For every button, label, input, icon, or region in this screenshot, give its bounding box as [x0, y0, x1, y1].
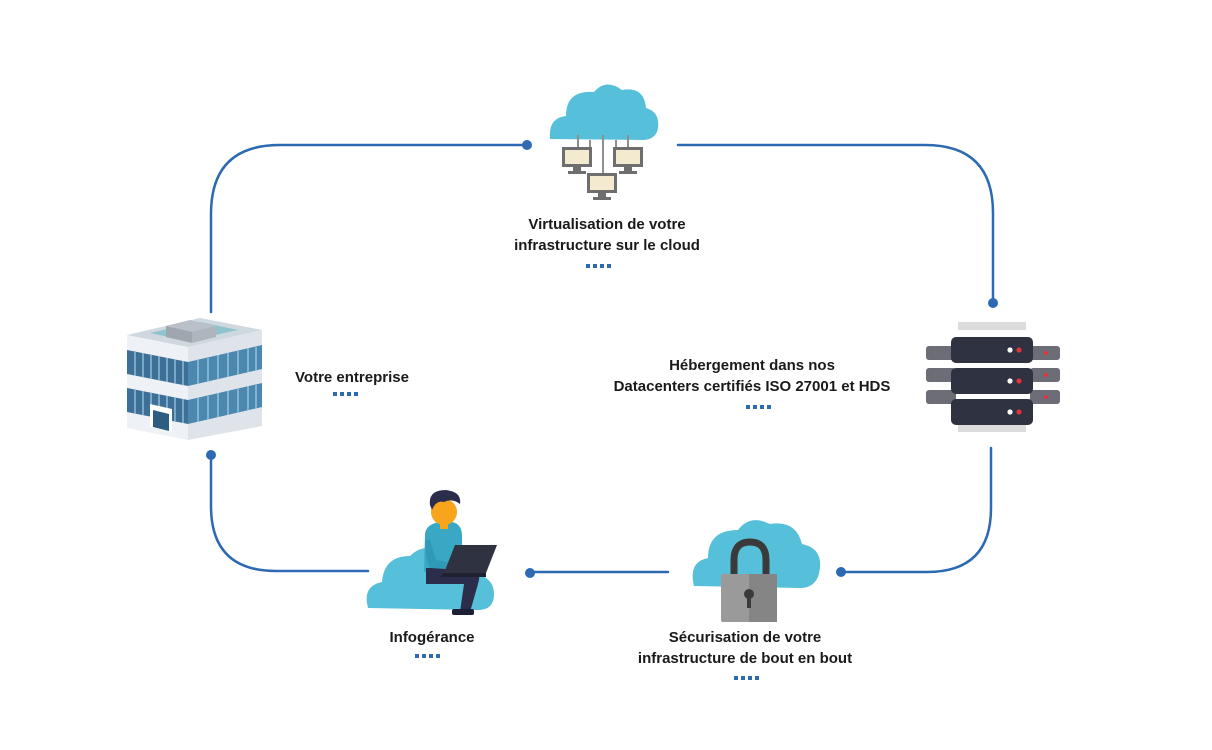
- security-label-line-1: Sécurisation de votre: [668, 629, 822, 646]
- connector-datacenter-to-security: [839, 446, 993, 574]
- connector-dot: [206, 450, 216, 460]
- enterprise-label-line-1: Votre entreprise: [295, 369, 409, 386]
- cloud-label-line-2: infrastructure sur le cloud: [514, 237, 700, 254]
- enterprise-dots-decoration: [333, 392, 358, 397]
- datacenter-label-line-1: Hébergement dans nos: [669, 357, 835, 374]
- connector-dot: [525, 568, 535, 578]
- connector-cloud-to-datacenter: [676, 143, 995, 304]
- managed-dots-decoration: [415, 654, 440, 659]
- security-dots-decoration: [734, 676, 759, 681]
- connector-dot: [836, 567, 846, 577]
- datacenter-dots-decoration: [746, 405, 771, 410]
- datacenter-label: Hébergement dans nos Datacenters certifi…: [582, 355, 922, 397]
- connector-enterprise-to-cloud: [209, 143, 529, 314]
- server-rack-icon: [926, 322, 1060, 432]
- cloud-network-icon: [549, 84, 659, 200]
- cloud-dots-decoration: [586, 264, 611, 269]
- datacenter-label-line-2: Datacenters certifiés ISO 27001 et HDS: [613, 378, 891, 395]
- security-label-line-2: infrastructure de bout en bout: [637, 650, 853, 667]
- connector-dot: [522, 140, 532, 150]
- managed-services-label: Infogérance: [360, 627, 504, 648]
- cloud-lock-icon: [692, 520, 821, 622]
- connector-dot: [988, 298, 998, 308]
- cloud-virtualisation-label: Virtualisation de votre infrastructure s…: [480, 214, 734, 256]
- office-building-icon: [127, 318, 262, 440]
- security-label: Sécurisation de votre infrastructure de …: [600, 627, 890, 669]
- cloud-label-line-1: Virtualisation de votre: [528, 216, 686, 233]
- managed-label-line-1: Infogérance: [389, 629, 475, 646]
- enterprise-label: Votre entreprise: [272, 367, 432, 388]
- connector-managed-to-enterprise: [209, 454, 370, 573]
- person-laptop-cloud-icon: [366, 490, 497, 615]
